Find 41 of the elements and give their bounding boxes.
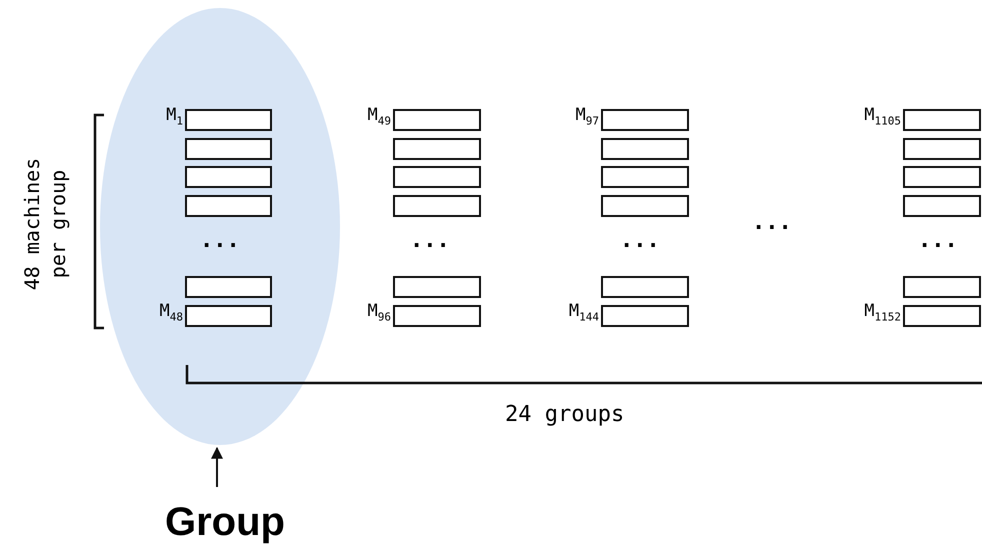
machine-label: M$_{144}$ — [568, 301, 599, 324]
machine-box — [393, 109, 481, 131]
bracket-label: 24 groups — [505, 402, 624, 427]
machine-box — [393, 166, 481, 188]
machine-box — [393, 195, 481, 217]
machine-box — [903, 195, 981, 217]
machine-box — [601, 195, 689, 217]
machine-box — [903, 138, 981, 160]
machine-label: M$_{1}$ — [166, 105, 183, 128]
machine-box — [185, 305, 272, 327]
machine-box — [185, 109, 272, 131]
machine-label: M$_{1152}$ — [864, 301, 901, 324]
machine-box — [601, 166, 689, 188]
machine-label: M$_{49}$ — [368, 105, 391, 128]
machine-box — [601, 109, 689, 131]
machine-box — [601, 138, 689, 160]
machine-label: M$_{48}$ — [160, 301, 183, 324]
machine-label: M$_{96}$ — [368, 301, 391, 324]
ellipsis: ... — [200, 228, 240, 253]
machine-box — [903, 305, 981, 327]
machine-box — [601, 305, 689, 327]
machine-box — [393, 276, 481, 298]
group-label: Group — [150, 497, 300, 545]
machine-box — [185, 138, 272, 160]
machine-box — [903, 109, 981, 131]
machine-box — [393, 138, 481, 160]
machine-box — [185, 276, 272, 298]
machine-box — [185, 166, 272, 188]
machine-label: M$_{1105}$ — [864, 105, 901, 128]
ellipsis: ... — [918, 228, 958, 253]
machine-label: M$_{97}$ — [576, 105, 599, 128]
machine-box — [185, 195, 272, 217]
ellipsis: ... — [752, 210, 792, 235]
ellipsis: ... — [620, 228, 660, 253]
ellipsis: ... — [410, 228, 450, 253]
arrow — [211, 446, 223, 487]
machine-box — [601, 276, 689, 298]
machine-box — [393, 305, 481, 327]
machine-box — [903, 276, 981, 298]
axis-label: 48 machines per group — [19, 156, 71, 292]
machine-box — [903, 166, 981, 188]
